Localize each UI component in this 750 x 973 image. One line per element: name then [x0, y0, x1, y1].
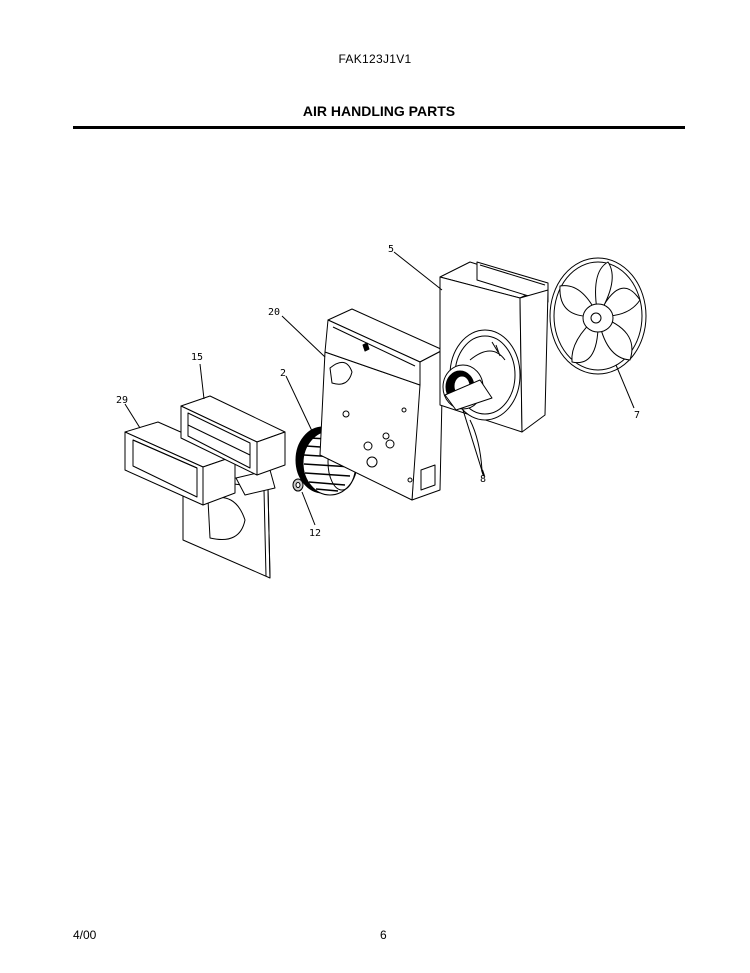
- callout-29: 29: [116, 395, 128, 406]
- callout-20: 20: [268, 307, 280, 318]
- page-title: AIR HANDLING PARTS: [302, 103, 456, 119]
- model-number: FAK123J1V1: [338, 52, 412, 66]
- callout-12: 12: [309, 528, 321, 539]
- part-15-inner-duct: [180, 395, 286, 476]
- callout-7: 7: [634, 410, 640, 421]
- part-12-nut: [292, 478, 304, 492]
- part-29-duct-panel: [124, 421, 276, 579]
- callout-2: 2: [280, 368, 286, 379]
- callout-5: 5: [388, 244, 394, 255]
- part-8-fan-motor: [442, 364, 493, 477]
- part-7-fan-blade: [549, 257, 647, 375]
- callout-leaders: [124, 251, 635, 526]
- part-20-scroll-panel: [319, 308, 444, 501]
- page-number: 6: [380, 928, 387, 942]
- callout-15: 15: [191, 352, 203, 363]
- footer-date: 4/00: [73, 928, 97, 942]
- title-divider: [73, 126, 685, 129]
- callout-8: 8: [480, 474, 486, 485]
